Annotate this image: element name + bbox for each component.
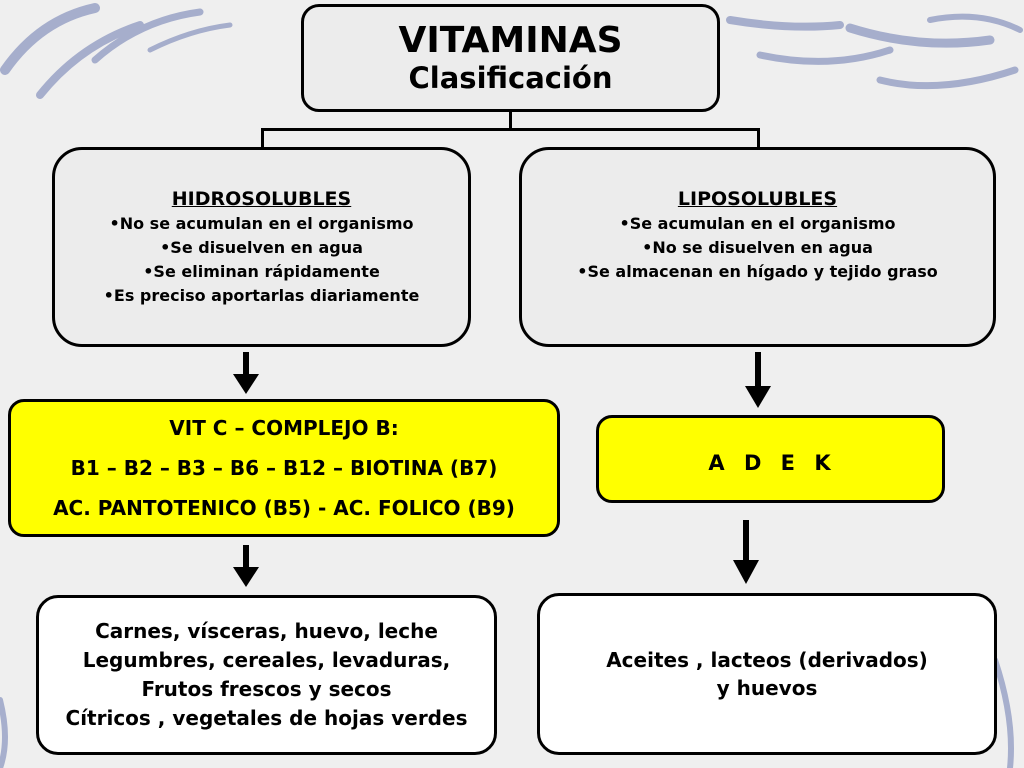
vitamin-line: B1 – B2 – B3 – B6 – B12 – BIOTINA (B7) (70, 456, 498, 480)
connector-bar (261, 128, 760, 131)
liposolubles-heading: LIPOSOLUBLES (677, 188, 838, 210)
food-line: y huevos (716, 676, 818, 700)
vitamin-adek-label: A D E K (708, 451, 833, 475)
hidrosolubles-item: •Es preciso aportarlas diariamente (103, 286, 420, 305)
page-title: VITAMINAS (398, 20, 623, 61)
vitamin-line: AC. PANTOTENICO (B5) - AC. FOLICO (B9) (53, 496, 515, 520)
food-line: Frutos frescos y secos (141, 677, 392, 701)
hidrosolubles-foods-box: Carnes, vísceras, huevo, leche Legumbres… (36, 595, 497, 755)
food-line: Cítricos , vegetales de hojas verdes (65, 706, 468, 730)
food-line: Legumbres, cereales, levaduras, (82, 648, 451, 672)
food-line: Aceites , lacteos (derivados) (606, 648, 928, 672)
arrow-down-icon (745, 352, 771, 408)
arrow-down-icon (233, 545, 259, 587)
connector-stem (509, 112, 512, 130)
arrow-down-icon (233, 352, 259, 394)
liposolubles-box: LIPOSOLUBLES •Se acumulan en el organism… (519, 147, 996, 347)
liposolubles-item: •No se disuelven en agua (642, 238, 873, 257)
liposolubles-foods-box: Aceites , lacteos (derivados) y huevos (537, 593, 997, 755)
liposolubles-item: •Se almacenan en hígado y tejido graso (577, 262, 938, 281)
connector-right (757, 128, 760, 148)
liposolubles-vitamins-box: A D E K (596, 415, 945, 503)
vitamin-line: VIT C – COMPLEJO B: (169, 416, 399, 440)
connector-left (261, 128, 264, 148)
hidrosolubles-vitamins-box: VIT C – COMPLEJO B: B1 – B2 – B3 – B6 – … (8, 399, 560, 537)
arrow-down-icon (733, 520, 759, 584)
hidrosolubles-item: •No se acumulan en el organismo (109, 214, 414, 233)
hidrosolubles-heading: HIDROSOLUBLES (171, 188, 352, 210)
liposolubles-item: •Se acumulan en el organismo (619, 214, 896, 233)
page-subtitle: Clasificación (408, 61, 613, 95)
hidrosolubles-item: •Se disuelven en agua (160, 238, 363, 257)
food-line: Carnes, vísceras, huevo, leche (95, 619, 438, 643)
hidrosolubles-item: •Se eliminan rápidamente (143, 262, 380, 281)
title-box: VITAMINAS Clasificación (301, 4, 720, 112)
hidrosolubles-box: HIDROSOLUBLES •No se acumulan en el orga… (52, 147, 471, 347)
